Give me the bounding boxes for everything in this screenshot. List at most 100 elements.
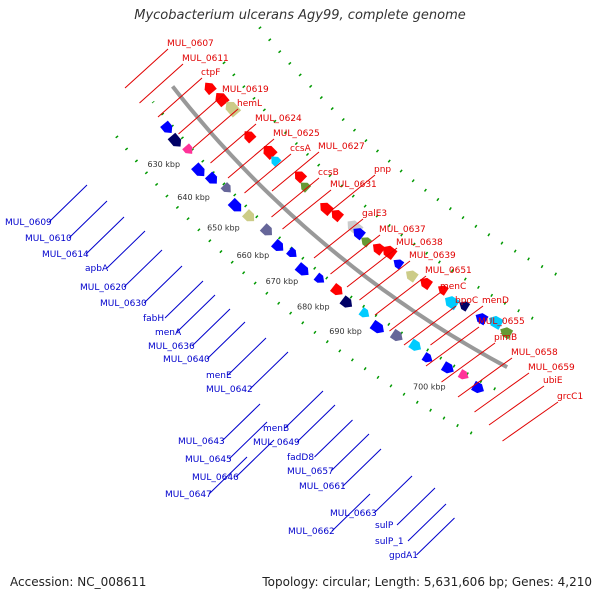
leader-line-12 [313,218,364,259]
gene-label-mul-0630: MUL_0630 [100,299,147,309]
gene-shape [438,285,449,296]
gene-label-mul-0614: MUL_0614 [42,250,89,260]
gene-label-mul-0631: MUL_0631 [330,180,377,190]
gene-label-mul-0611: MUL_0611 [182,54,229,64]
gene-shape [489,315,504,330]
gene-shape [286,246,297,257]
gene-label-mul-0639: MUL_0639 [409,251,456,261]
gene-glyph-44 [440,361,454,374]
gene-shape [204,171,218,184]
gene-glyph-23 [500,327,514,340]
leader-line-20 [425,326,480,367]
gene-label-mul-0646: MUL_0646 [192,473,239,483]
gene-shape [369,319,384,334]
leader-line-0 [124,48,169,89]
leader-line-rev-14 [296,404,336,443]
genome-backbone [171,85,509,369]
gene-shape [244,131,257,144]
leader-line-17 [389,291,442,332]
gene-shape [353,228,366,241]
gene-shape [300,182,312,193]
gene-glyph-42 [408,338,422,351]
gene-label-mul-0610: MUL_0610 [25,234,72,244]
gene-glyph-28 [204,171,218,184]
gene-glyph-29 [220,182,231,193]
gene-shape [393,259,405,270]
leader-line-2 [157,77,203,118]
leader-line-rev-8 [191,308,231,347]
gene-glyph-38 [339,295,353,308]
leader-line-7 [244,153,292,194]
leader-line-rev-0 [48,184,88,223]
gene-label-mul-0624: MUL_0624 [255,114,302,124]
leader-line-25 [502,401,559,442]
gene-shape [270,238,284,251]
gene-label-mul-0642: MUL_0642 [206,385,253,395]
leader-line-rev-24 [407,503,447,542]
gene-label-menc: menC [440,282,466,292]
gene-glyph-0 [204,82,217,96]
leader-line-19 [430,305,484,346]
leader-line-4 [192,108,239,149]
leader-line-3 [178,94,224,135]
gene-label-mena: menA [155,328,182,338]
gene-label-mul-0620: MUL_0620 [80,283,127,293]
gene-shape [358,307,370,318]
gene-glyph-13 [372,243,386,256]
leader-line-rev-2 [85,216,125,255]
gene-glyph-11 [353,228,366,241]
leader-line-23 [474,372,530,413]
leader-line-rev-11 [249,351,289,390]
gene-shape [331,210,345,223]
tick-label-1: 640 kbp [177,193,210,202]
gene-label-mul-0637: MUL_0637 [379,225,426,235]
gene-label-mul-0659: MUL_0659 [528,363,575,373]
gene-shape [457,369,469,380]
tick-label-0: 630 kbp [147,160,180,169]
gene-glyph-32 [259,223,273,236]
leader-line-rev-12 [284,390,324,429]
tick-label-4: 670 kbp [266,277,299,286]
leader-line-rev-25 [416,517,455,556]
gene-label-mend: menD [482,296,509,306]
leader-line-rev-21 [373,475,413,514]
gene-label-pimb: pimB [494,333,517,343]
gene-shape [421,352,433,363]
gene-label-mul-0661: MUL_0661 [299,482,346,492]
gene-label-grcc1: grcC1 [557,392,583,402]
gene-glyph-27 [191,162,205,177]
gene-glyph-40 [369,319,384,334]
leader-line-rev-7 [176,294,216,333]
gene-glyph-39 [358,307,370,318]
tick-label-3: 660 kbp [237,251,270,260]
gene-label-gale3: galE3 [362,209,387,219]
gene-label-fadd8: fadD8 [287,453,314,463]
gene-shape [227,197,242,212]
gene-glyph-36 [313,272,325,283]
gene-label-mul-0619: MUL_0619 [222,85,269,95]
leader-line-13 [330,234,381,275]
gene-label-mene: menE [206,371,232,381]
gene-label-mul-0627: MUL_0627 [318,142,365,152]
leader-line-11 [282,189,332,230]
gene-glyph-33 [270,238,284,251]
gene-glyph-6 [294,171,308,184]
gene-glyph-12 [361,237,372,248]
leader-line-rev-4 [123,249,163,288]
gene-shape [361,237,372,248]
gene-shape [160,120,173,134]
gene-shape [294,262,309,276]
gene-label-mul-0651: MUL_0651 [425,266,472,276]
gene-shape [242,209,255,222]
gene-label-fabh: fabH [143,314,164,324]
gene-glyph-22 [489,315,504,330]
leader-line-1 [139,63,184,104]
leader-line-rev-20 [342,448,382,487]
gene-glyph-18 [438,285,449,296]
leader-line-rev-10 [227,337,267,376]
gene-glyph-16 [405,270,419,283]
gene-shape [204,82,217,96]
gene-glyph-9 [331,210,345,223]
leader-line-14 [346,247,398,288]
gene-glyph-15 [393,259,405,270]
